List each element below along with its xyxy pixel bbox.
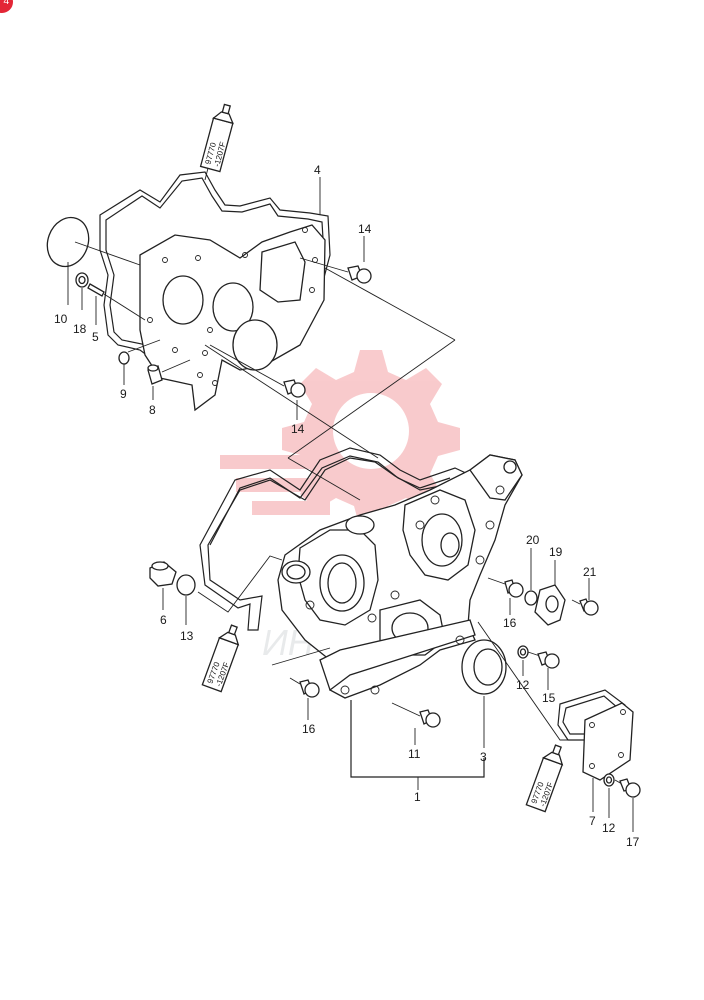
assembly-guide-lines: [204, 267, 456, 501]
bolt-11: [391, 702, 441, 728]
callout-12-upper: 12: [516, 678, 530, 692]
bolt-15: [527, 651, 560, 669]
bolt-17: [614, 778, 641, 798]
leader-16a-guide: [271, 647, 331, 666]
sealant-tube-top: 97770 -1207F: [199, 103, 234, 173]
callout-14-upper: 14: [358, 222, 372, 236]
assembly-bracket-1: [350, 700, 485, 778]
leader-tube-top: [204, 167, 209, 181]
callout-1: 1: [414, 790, 421, 804]
page-number-badge: 4: [0, 0, 13, 13]
callout-21: 21: [583, 565, 597, 579]
callout-3: 3: [480, 750, 487, 764]
leader-8b: [161, 359, 191, 373]
callout-6: 6: [160, 613, 167, 627]
front-cover-gasket: [199, 447, 472, 631]
callout-5: 5: [92, 330, 99, 344]
dowel-pin-8: [147, 364, 163, 385]
callout-8: 8: [149, 403, 156, 417]
leader-9b: [127, 339, 161, 353]
bolt-16-right: [487, 577, 524, 598]
callout-18: 18: [73, 322, 87, 336]
o-ring-13: [176, 574, 196, 596]
o-ring-20: [524, 590, 538, 606]
callout-9: 9: [120, 387, 127, 401]
leader-13b: [197, 555, 283, 613]
rear-plate: [139, 224, 326, 412]
sealant-tube-middle: 97770 -1207F: [201, 624, 240, 693]
washer-12-upper: [517, 645, 529, 659]
washer-18: [75, 272, 89, 288]
oil-filler-cap: [149, 561, 177, 587]
o-ring-large: [46, 216, 90, 268]
bolt-21: [571, 598, 599, 616]
o-ring-small: [118, 351, 130, 365]
washer-12-lower: [603, 773, 615, 787]
screw-5: [87, 283, 146, 321]
bolt-14-lower: [209, 344, 306, 398]
bolt-14-upper: [299, 257, 372, 284]
callout-12-lower: 12: [602, 821, 616, 835]
callout-16-left: 16: [302, 722, 316, 736]
callout-10: 10: [54, 312, 68, 326]
callout-4: 4: [314, 163, 321, 177]
callout-13: 13: [180, 629, 194, 643]
callout-19: 19: [549, 545, 563, 559]
callout-20: 20: [526, 533, 540, 547]
callout-16-right: 16: [503, 616, 517, 630]
side-cover-7: [582, 702, 634, 781]
leader-10b: [74, 241, 141, 266]
front-case: [277, 454, 523, 699]
callout-11: 11: [408, 747, 421, 761]
callout-labels: 4 14 10 18 5 9 8 14 20 19 21 6 13 16 12 …: [54, 163, 640, 849]
cover-plate-19: [534, 584, 566, 626]
oil-seal: [461, 639, 507, 695]
callout-7: 7: [589, 814, 596, 828]
callout-17: 17: [626, 835, 640, 849]
sealant-tube-bottom: 97770 -1207F: [525, 744, 564, 813]
bolt-16-left: [289, 677, 320, 698]
callout-14-lower: 14: [291, 422, 305, 436]
callout-15: 15: [542, 691, 556, 705]
